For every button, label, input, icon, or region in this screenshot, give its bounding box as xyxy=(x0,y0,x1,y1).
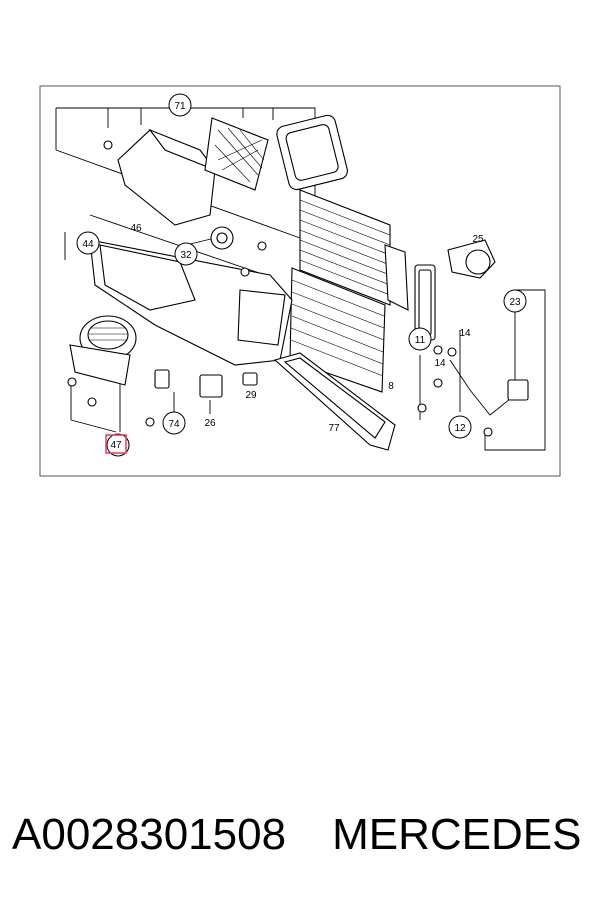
callout-25-label: 25 xyxy=(472,234,484,245)
callout-74-label: 74 xyxy=(168,419,180,430)
diagram-frame xyxy=(39,85,561,477)
callout-47-label: 47 xyxy=(110,440,122,451)
callout-32-label: 32 xyxy=(180,250,192,261)
drain-tray xyxy=(273,352,396,451)
callout-11-label: 11 xyxy=(415,335,426,346)
label-46: 46 xyxy=(130,223,142,234)
callout-11: 11 xyxy=(408,327,432,351)
callout-12: 12 xyxy=(448,415,472,439)
callout-71: 71 xyxy=(168,93,192,117)
callout-74: 74 xyxy=(162,411,186,435)
callout-23: 23 xyxy=(503,289,527,313)
callout-77-label: 77 xyxy=(328,423,340,434)
evaporator-core xyxy=(289,189,436,393)
callout-71-label: 71 xyxy=(174,101,186,112)
callout-77: 77 xyxy=(328,423,340,434)
blower-motor xyxy=(69,315,137,386)
callout-26-label: 26 xyxy=(204,418,216,429)
callout-8: 8 xyxy=(388,381,394,392)
caption: A0028301508 MERCEDES xyxy=(12,800,592,870)
exploded-parts-diagram: 71 44 32 47 74 26 29 77 8 11 12 23 25 xyxy=(39,85,561,477)
callout-12-label: 12 xyxy=(454,423,466,434)
callout-29: 29 xyxy=(245,390,257,401)
callout-47: 47 xyxy=(105,433,130,457)
callout-26: 26 xyxy=(204,418,216,429)
brand-name: MERCEDES xyxy=(332,810,582,859)
part-number: A0028301508 xyxy=(12,810,287,859)
callout-44: 44 xyxy=(76,231,100,255)
callout-32: 32 xyxy=(174,242,198,266)
callout-8-label: 8 xyxy=(388,381,394,392)
label-14-upper: 14 xyxy=(459,328,471,339)
callout-25: 25 xyxy=(472,234,484,245)
callout-23-label: 23 xyxy=(509,297,521,308)
label-14-lower: 14 xyxy=(434,358,446,369)
filter-gasket xyxy=(276,114,348,191)
upper-housing xyxy=(117,117,269,226)
small-components xyxy=(67,140,529,437)
callout-44-label: 44 xyxy=(82,239,94,250)
callout-29-label: 29 xyxy=(245,390,257,401)
